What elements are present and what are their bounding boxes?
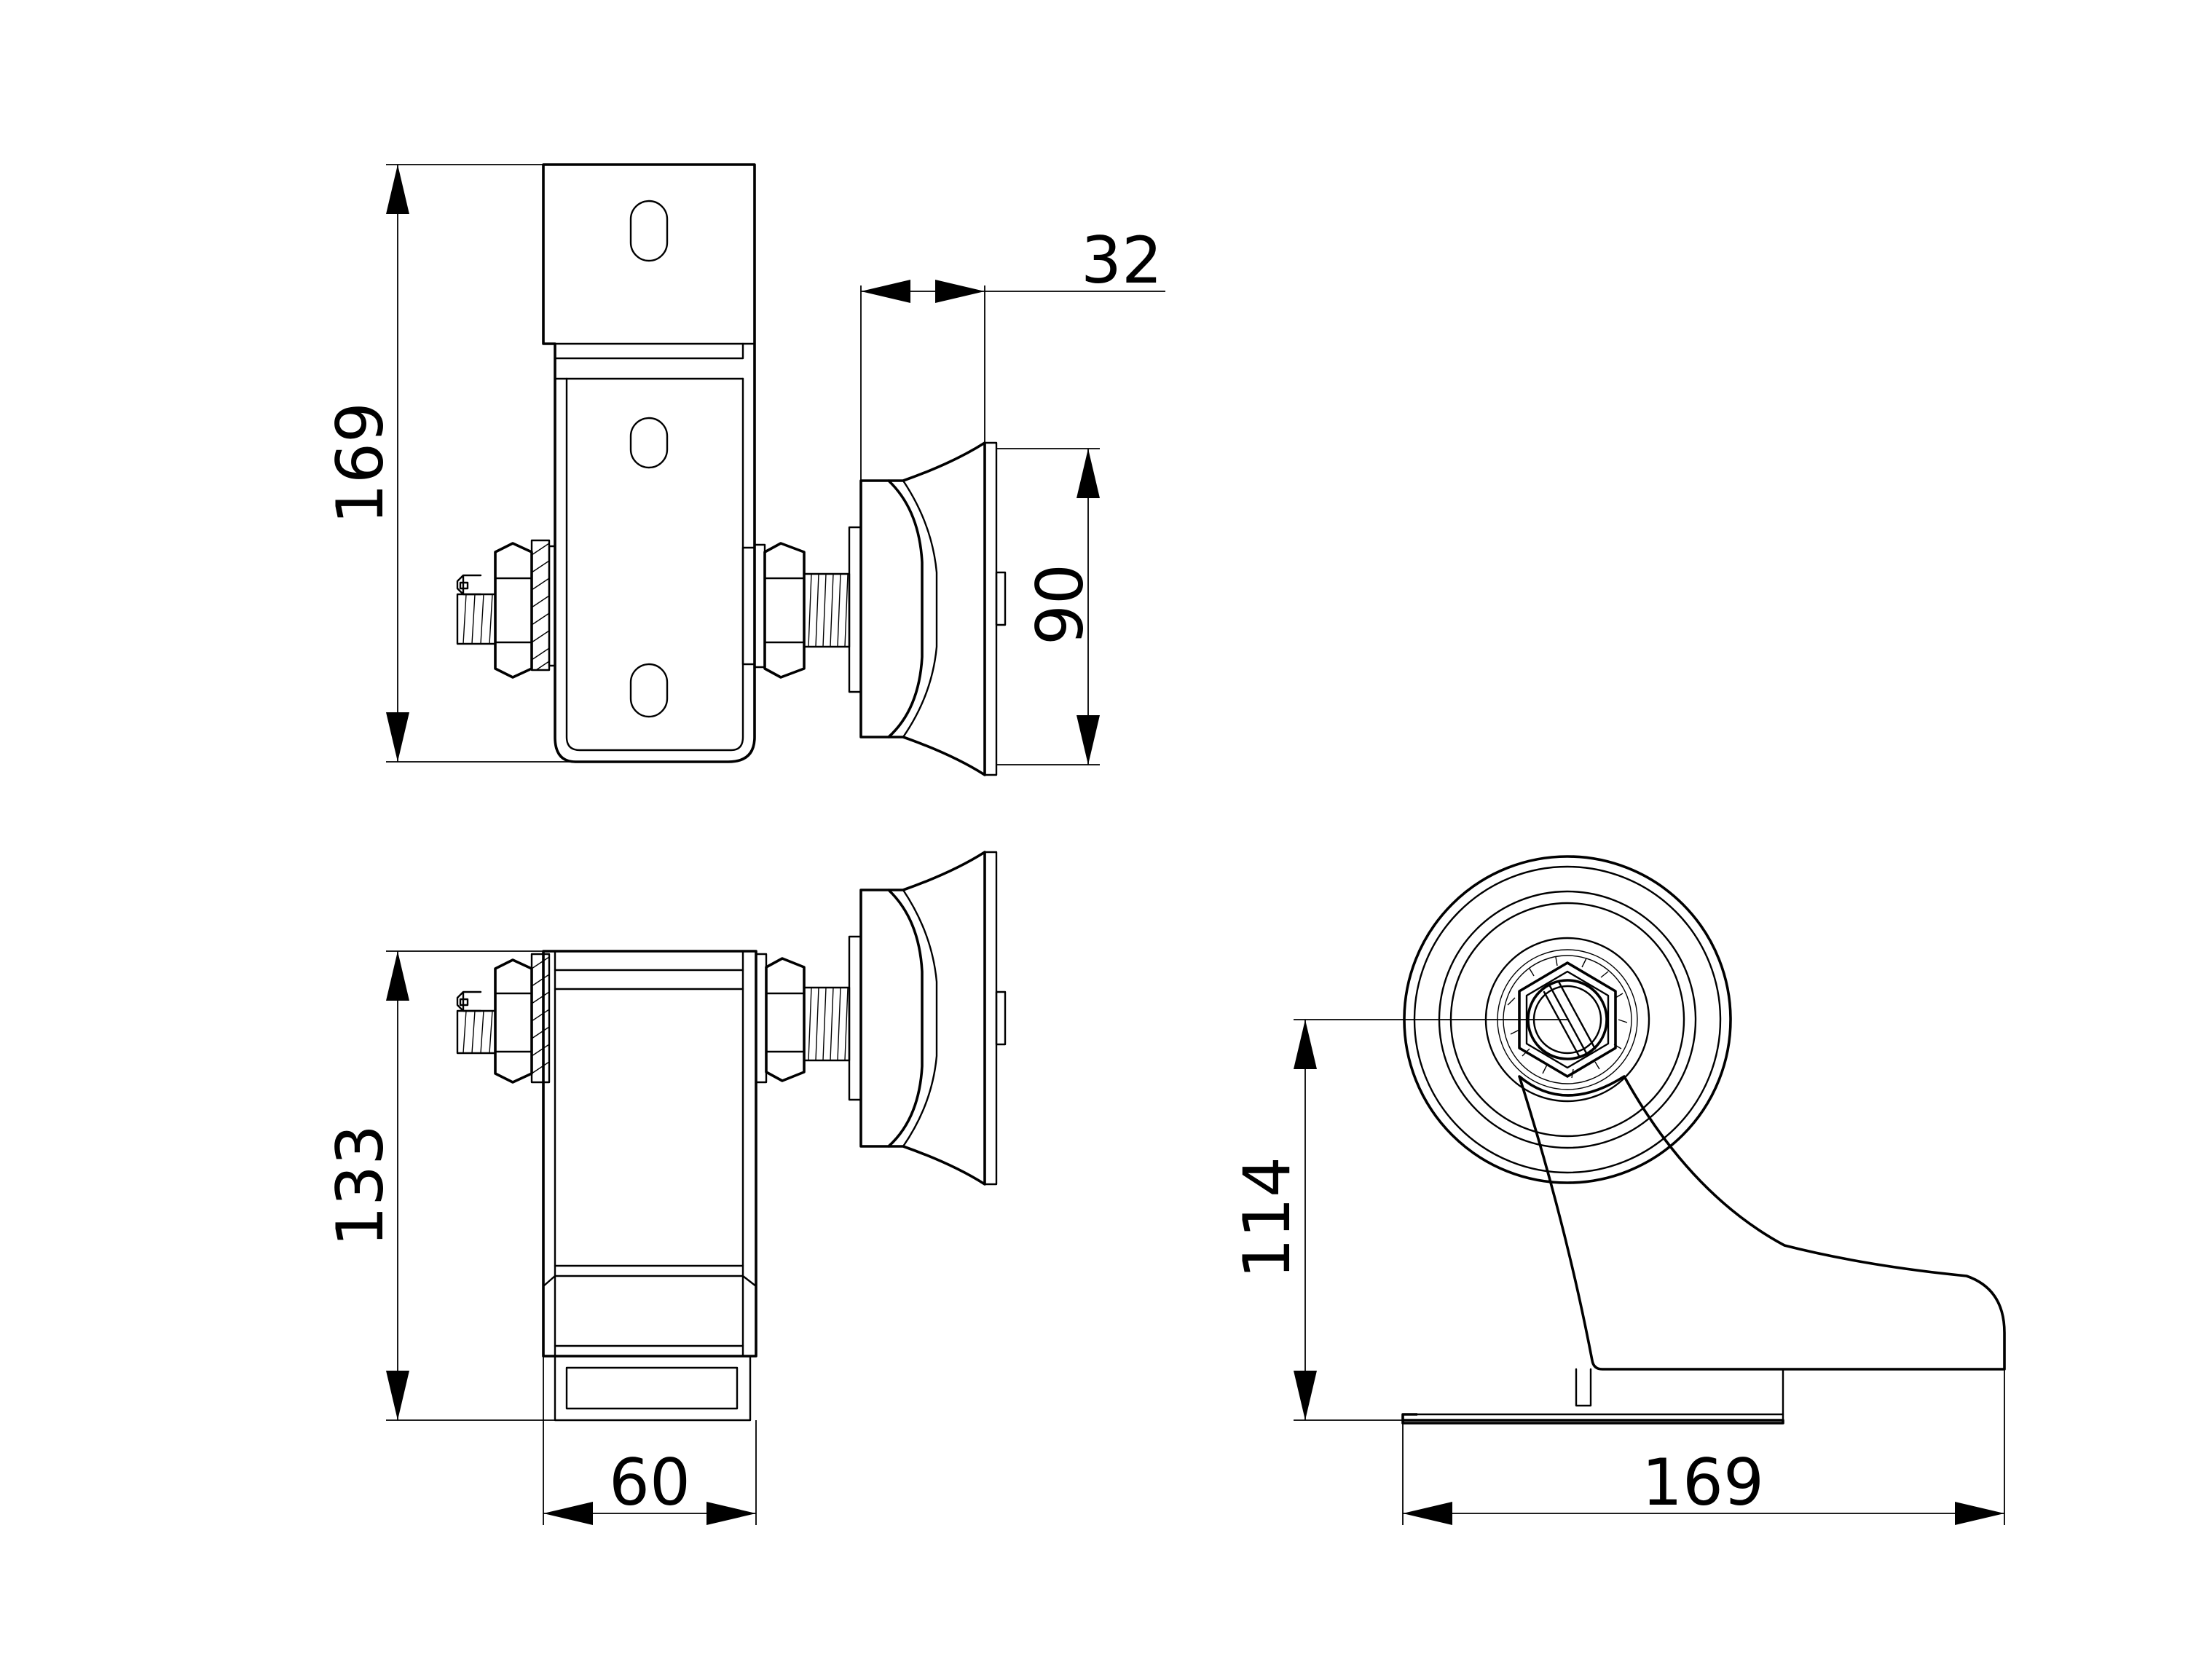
front-view-pulley-wheel <box>848 851 1007 1186</box>
dim-label-top-height: 169 <box>323 402 398 524</box>
side-view: 114 169 <box>1229 855 2006 1525</box>
front-view: 133 60 <box>323 851 1007 1525</box>
dim-top-height: 169 <box>323 164 575 763</box>
dim-label-side-length: 169 <box>1642 1445 1764 1520</box>
dim-top-wheel-diameter: 90 <box>996 448 1100 765</box>
top-view-axle-right <box>741 542 851 679</box>
mounting-slot-bottom <box>629 663 669 718</box>
dim-top-pulley-offset: 32 <box>860 223 1165 481</box>
mounting-hole-middle <box>629 417 669 469</box>
dim-label-front-height: 133 <box>323 1124 398 1247</box>
front-view-bracket <box>542 950 757 1422</box>
dim-label-top-pulley-offset: 32 <box>1081 223 1162 298</box>
dim-label-top-wheel-diameter: 90 <box>1023 564 1098 645</box>
dim-front-height: 133 <box>323 950 555 1421</box>
top-view-axle-left <box>456 539 556 679</box>
dim-label-side-axle-height: 114 <box>1229 1157 1304 1279</box>
dim-side-axle-height: 114 <box>1229 1019 1567 1421</box>
dim-label-front-width: 60 <box>609 1445 690 1520</box>
top-view-pulley-wheel <box>848 441 1007 776</box>
top-view: 169 32 90 <box>323 163 1165 776</box>
side-view-bracket <box>1401 1075 2006 1425</box>
mounting-slot-top <box>629 200 669 262</box>
dim-side-length: 169 <box>1402 1369 2005 1525</box>
top-view-bracket <box>542 163 756 763</box>
dim-front-width: 60 <box>543 1356 757 1525</box>
front-view-axle-right <box>755 953 851 1084</box>
front-view-axle-left <box>456 953 551 1084</box>
